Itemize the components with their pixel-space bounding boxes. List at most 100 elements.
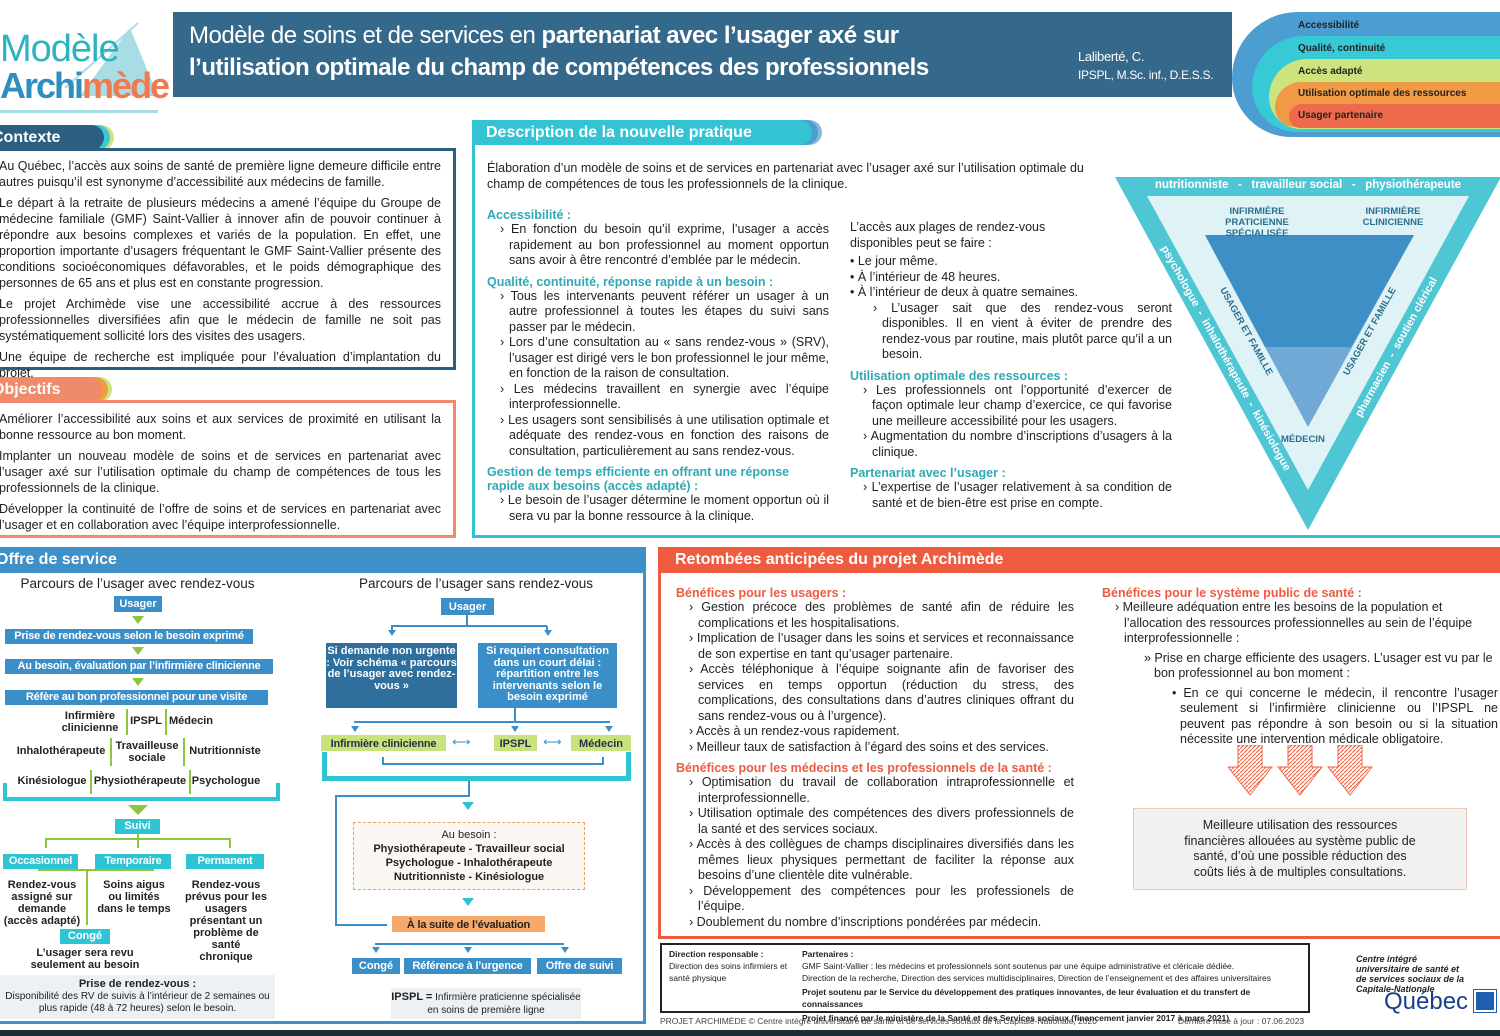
band-usager-partenaire: Usager partenaire: [1289, 104, 1500, 128]
plage-bullet: À l’intérieur de deux à quatre semaines.: [850, 285, 1172, 301]
usagers-heading: Bénéfices pour les usagers :: [676, 586, 847, 600]
suite-evaluation-box: À la suite de l’évaluation: [392, 916, 545, 932]
down-arrows-icon: [1228, 745, 1374, 796]
archimede-logo: Modèle Archimède: [0, 10, 170, 113]
arrow-down-icon: [132, 616, 144, 624]
systeme-heading: Bénéfices pour le système public de sant…: [1102, 586, 1362, 600]
pro-item: Physiothérapeute: [93, 775, 187, 787]
prise-rv-note: Prise de rendez-vous :Disponibilité des …: [0, 975, 275, 1019]
quebec-logo: Québec: [1384, 988, 1469, 1015]
objectif-item: Implanter un nouveau modèle de soins et …: [0, 449, 441, 495]
occasionnel-box: Occasionnel: [3, 854, 78, 869]
contexte-paragraph-list: Au Québec, l’accès aux soins de santé de…: [0, 158, 441, 381]
outcome-conge: Congé: [352, 958, 400, 974]
direction: Direction responsable :Direction des soi…: [669, 949, 788, 983]
logo-line1: Modèle: [0, 28, 120, 70]
bidirectional-arrow-icon: ⟷: [543, 734, 562, 749]
usagers-benefit: Meilleur taux de satisfaction à l’égard …: [676, 740, 1074, 756]
sans-ic-box: Infirmière clinicienne: [321, 735, 446, 751]
pro-item: Médecin: [168, 715, 213, 727]
objectif-item: Développer la continuité de l’offre de s…: [0, 502, 441, 532]
arrow-down-icon: [462, 802, 474, 810]
utilisation-item-list: Les professionnels ont l’opportunité d’e…: [850, 383, 1172, 461]
objectifs-header: Objectifs: [0, 377, 102, 402]
result-box: Meilleure utilisation des ressources fin…: [1133, 808, 1467, 890]
quebec-flag-icon: [1473, 989, 1497, 1013]
objectif-item: Améliorer l’accessibilité aux soins et a…: [0, 412, 441, 442]
arrow-down-icon: [132, 647, 144, 655]
usagers-benefit: Accès téléphonique à l’équipe soignante …: [676, 662, 1074, 724]
logo-line2: Archimède: [0, 65, 170, 106]
temporaire-text: Soins aigus ou limités dans le temps: [97, 879, 171, 915]
pro-item: Travailleuse sociale: [115, 740, 179, 764]
usagers-benefit-list: Gestion précoce des problèmes de santé a…: [676, 600, 1074, 755]
court-delai-box: Si requiert consultation dans un court d…: [478, 643, 617, 708]
contexte-paragraph: Le départ à la retraite de plusieurs méd…: [0, 196, 441, 290]
conge-text: L’usager sera revu seulement au besoin: [30, 947, 140, 971]
avec-step1: Prise de rendez-vous selon le besoin exp…: [5, 629, 253, 644]
plage-bullet-list: Le jour même.À l’intérieur de 48 heures.…: [850, 254, 1172, 301]
usagers-benefit: Accès à un rendez-vous rapidement.: [676, 724, 1074, 740]
partenaires: Partenaires :GMF Saint-Vallier : les méd…: [802, 949, 1271, 1023]
pro-item: Inhalothérapeute: [16, 745, 106, 757]
ciusss-name: Centre intégré universitaire de santé et…: [1356, 954, 1465, 994]
sans-medecin-box: Médecin: [571, 735, 631, 751]
gestion-heading: Gestion de temps efficiente en offrant u…: [487, 465, 790, 493]
temporaire-box: Temporaire: [95, 854, 171, 869]
avec-step2: Au besoin, évaluation par l’infirmière c…: [5, 659, 273, 674]
copyright: PROJET ARCHIMÈDE © Centre intégré univer…: [660, 1016, 1097, 1026]
plage-bullet: À l’intérieur de 48 heures.: [850, 270, 1172, 286]
medecins-benefit-list: Optimisation du travail de collaboration…: [676, 775, 1074, 930]
avec-step3: Réfère au bon professionnel pour une vis…: [5, 690, 268, 705]
usagers-benefit: Implication de l’usager dans les soins e…: [676, 631, 1074, 662]
group-bracket: [322, 752, 631, 781]
pro-item: IPSPL: [130, 715, 162, 727]
partenariat-item-list: L’expertise de l’usager relativement à s…: [850, 480, 1172, 511]
triangle-graphic: [1115, 177, 1500, 530]
title-bar: Modèle de soins et de services en parten…: [173, 12, 1232, 97]
sans-ipspl-box: IPSPL: [494, 735, 537, 751]
qualite-item: Les médecins travaillent en synergie ave…: [487, 382, 829, 413]
medecins-heading: Bénéfices pour les médecins et les profe…: [676, 761, 1052, 775]
non-urgent-box: Si demande non urgente : Voir schéma « p…: [326, 643, 457, 708]
gestion-item-list: Le besoin de l’usager détermine le momen…: [487, 493, 829, 524]
acces-plages-intro: L’accès aux plages de rendez-vous dispon…: [850, 220, 1046, 250]
sans-rv-title: Parcours de l’usager sans rendez-vous: [358, 576, 594, 591]
page-title-line1: Modèle de soins et de services en parten…: [189, 22, 899, 49]
medecins-benefit: Utilisation optimale des compétences des…: [676, 806, 1074, 837]
suivi-box: Suivi: [115, 819, 160, 834]
accessibilite-item: En fonction du besoin qu’il exprime, l’u…: [487, 222, 829, 269]
group-bracket: [3, 783, 280, 801]
triangle-ips: INFIRMIÈRE PRATICIENNE SPÉCIALISÉE: [1225, 206, 1289, 239]
contexte-box: Au Québec, l’accès aux soins de santé de…: [0, 148, 456, 380]
loop-arrow: [382, 757, 604, 765]
outcome-urgence: Référence à l’urgence: [404, 958, 531, 974]
avec-rv-title: Parcours de l’usager avec rendez-vous: [20, 576, 255, 591]
occasionnel-text: Rendez-vous assigné sur demande (accès a…: [3, 879, 81, 927]
pro-item: Nutritionniste: [189, 745, 261, 757]
team-triangle-diagram: nutritionniste - travailleur social - ph…: [1113, 172, 1500, 532]
plage-bullet: Le jour même.: [850, 254, 1172, 270]
usagers-benefit: Gestion précoce des problèmes de santé a…: [676, 600, 1074, 631]
author: Laliberté, C.IPSPL, M.Sc. inf., D.E.S.S.: [1078, 49, 1214, 82]
bidirectional-arrow-icon: ⟷: [452, 734, 471, 749]
systeme-sub: » Prise en charge efficiente des usagers…: [1144, 650, 1493, 681]
arrow-down-icon: [462, 898, 474, 906]
description-intro: Élaboration d’un modèle de soins et de s…: [487, 161, 1084, 191]
contexte-paragraph: Le projet Archimède vise une accessibili…: [0, 297, 441, 343]
medecins-benefit: Accès à des collègues de champs discipli…: [676, 837, 1074, 884]
retombees-header: Retombées anticipées du projet Archimède: [658, 547, 1500, 573]
triangle-top-professions: nutritionniste - travailleur social - ph…: [1154, 179, 1462, 191]
au-besoin-box: Au besoin :Physiothérapeute - Travailleu…: [353, 822, 585, 890]
footer-box: Direction responsable :Direction des soi…: [660, 943, 1310, 1023]
triangle-ic: INFIRMIÈRE CLINICIENNE: [1362, 206, 1424, 228]
conge-box: Congé: [60, 929, 110, 944]
permanent-box: Permanent: [186, 854, 264, 869]
qualite-item-list: Tous les intervenants peuvent référer un…: [487, 289, 829, 460]
qualite-item: Tous les intervenants peuvent référer un…: [487, 289, 829, 336]
accessibilite-item-list: En fonction du besoin qu’il exprime, l’u…: [487, 222, 829, 269]
contexte-paragraph: Au Québec, l’accès aux soins de santé de…: [0, 159, 441, 189]
qualite-heading: Qualité, continuité, réponse rapide à un…: [487, 274, 774, 289]
logo-triangle-icon: [64, 22, 158, 96]
plage-item-list: L’usager sait que des rendez-vous seront…: [860, 301, 1172, 363]
